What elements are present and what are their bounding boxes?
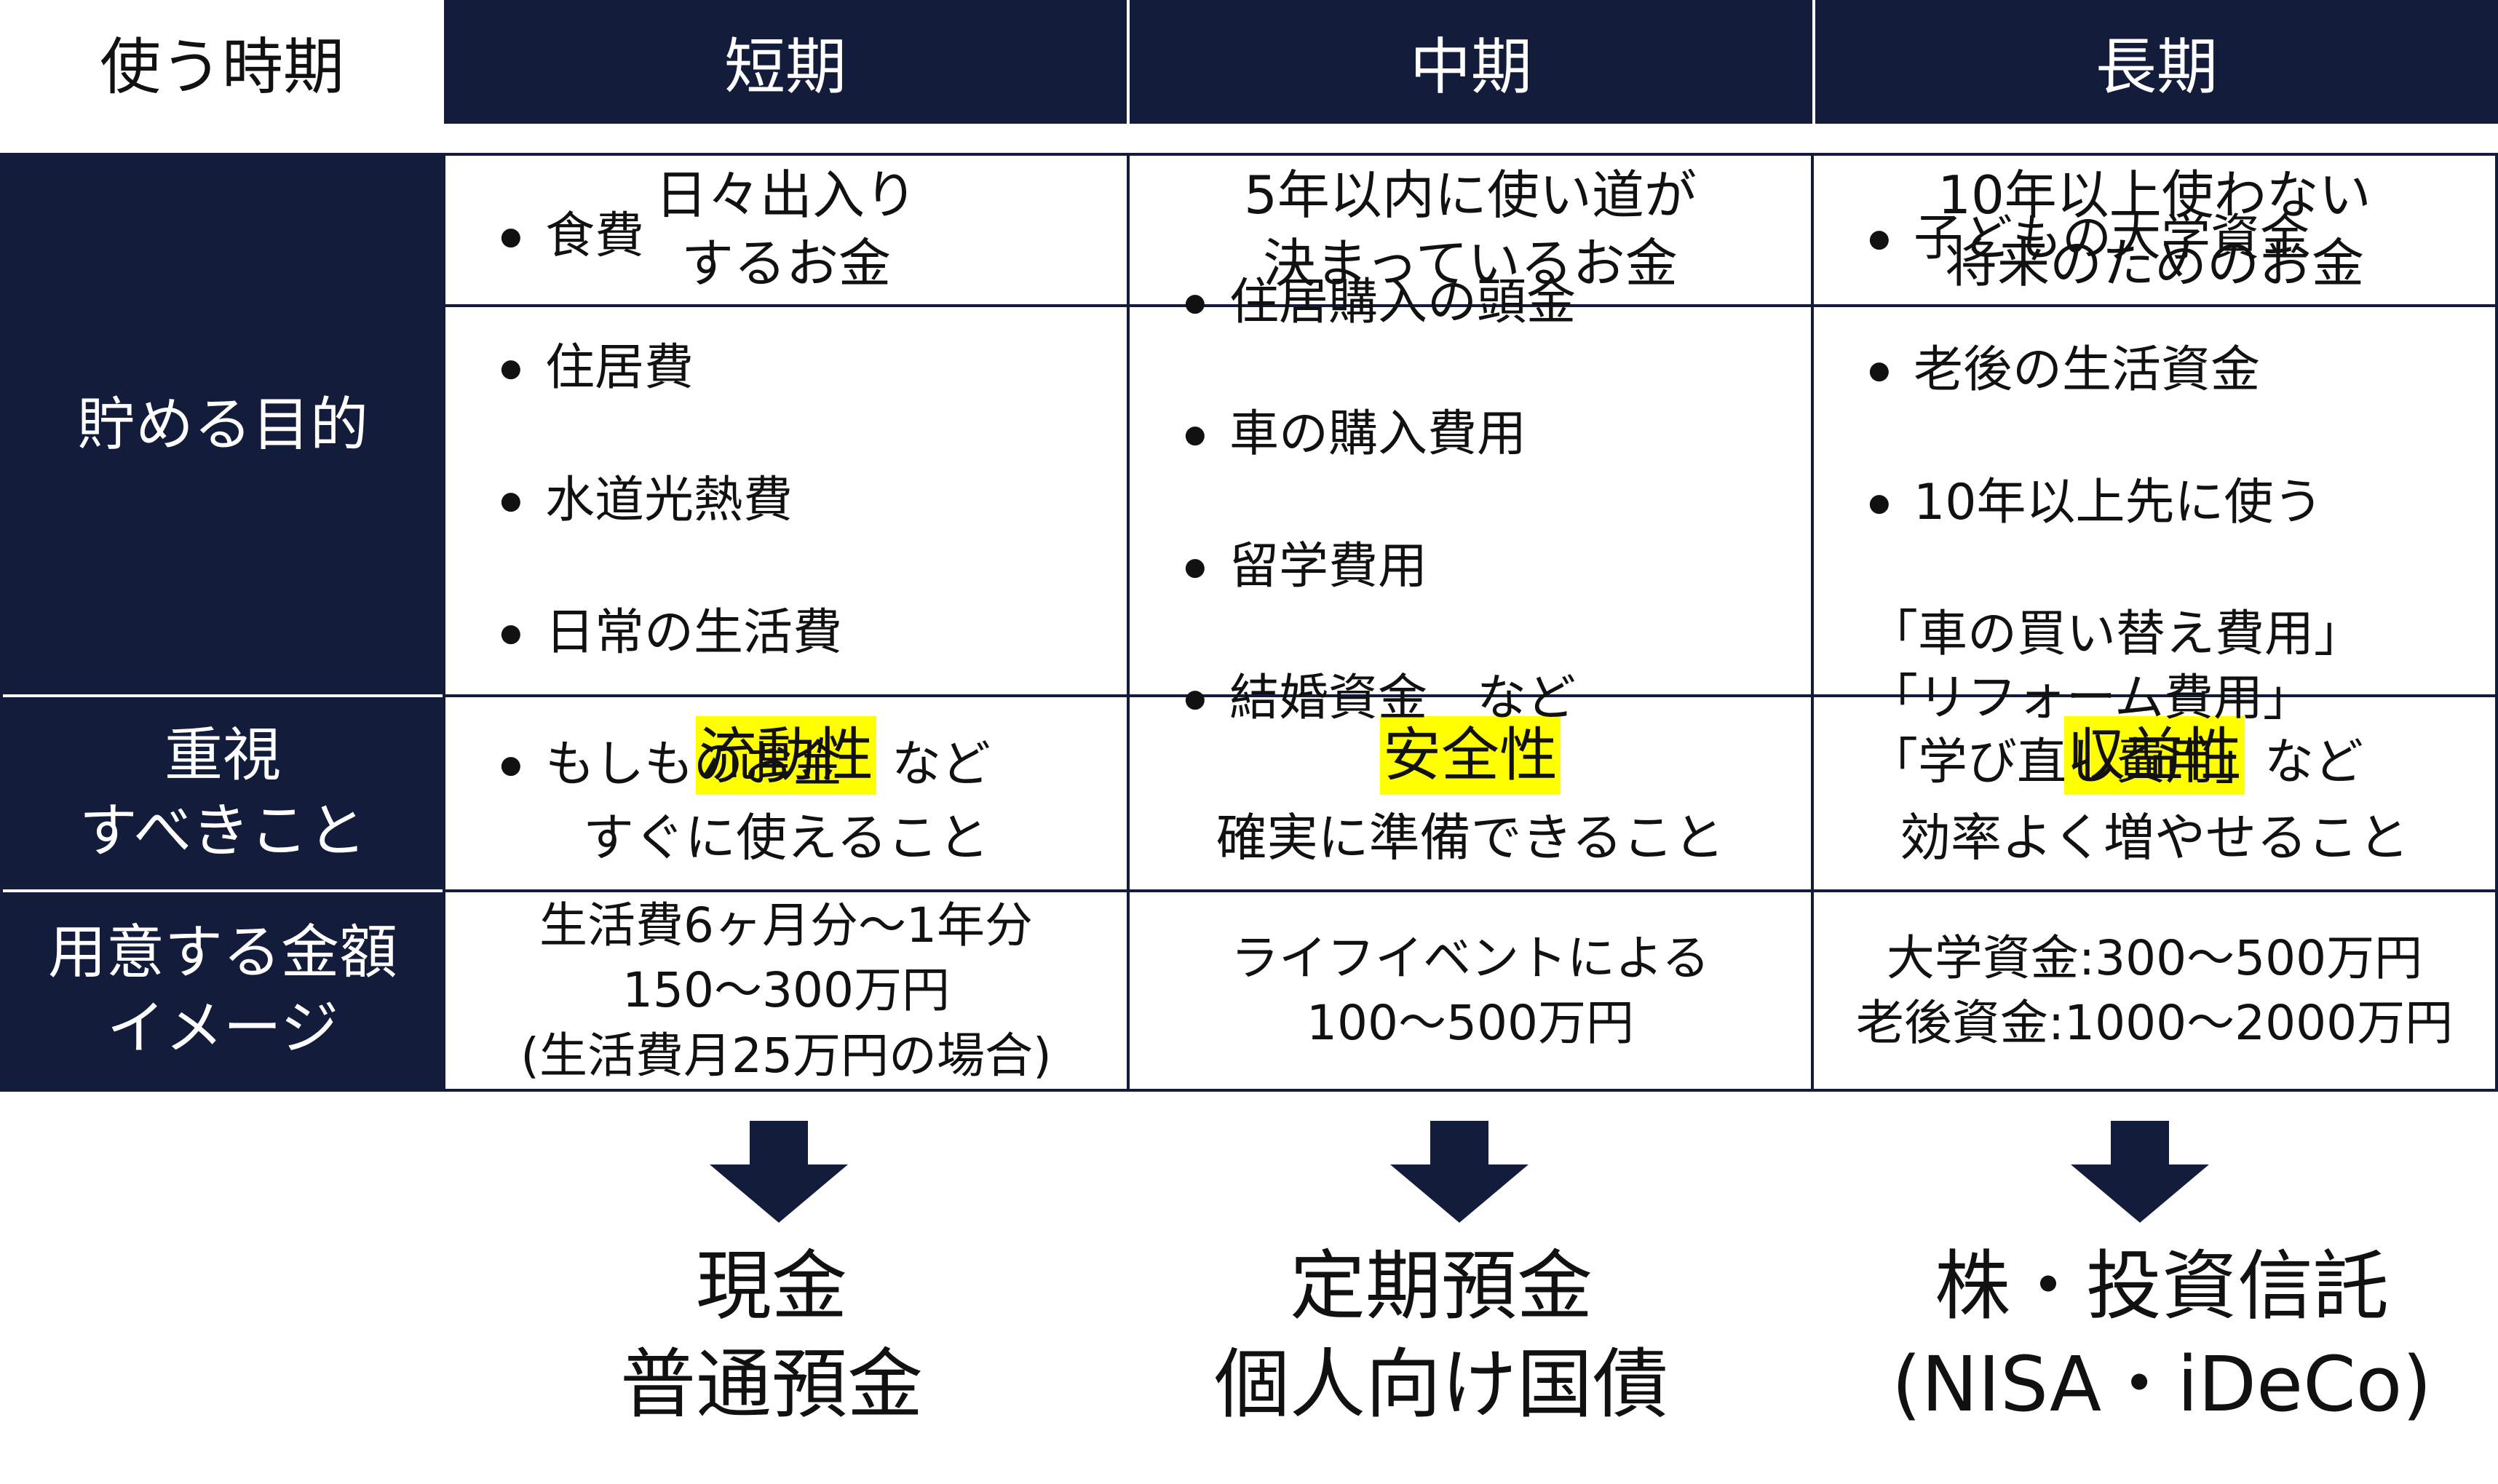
arrow-down-icon	[2071, 1121, 2209, 1223]
list-item: もしものお金 など	[500, 733, 991, 797]
product-short: 現金 普通預金	[619, 1242, 923, 1429]
amount-short: 生活費6ヶ月分～1年分 150～300万円 (生活費月25万円の場合)	[443, 892, 1127, 1089]
row-label-importance: 重視 すべきこと	[3, 697, 443, 892]
list-item: 水道光熱費	[500, 469, 991, 533]
row-label-amount: 用意する金額 イメージ	[3, 892, 443, 1089]
period-header-row: 短期 中期 長期	[444, 0, 2498, 124]
arrow-down-icon	[1390, 1121, 1528, 1223]
amount-long: 大学資金:300～500万円 老後資金:1000～2000万円	[1811, 892, 2495, 1089]
amount-mid: ライフイベントによる 100～500万円	[1127, 892, 1811, 1089]
list-item: 10年以上先に使う	[1868, 471, 2363, 535]
period-mid: 中期	[1127, 0, 1812, 124]
list-item: 住居購入の頭金	[1184, 271, 1576, 335]
list-item: 結婚資金 など	[1184, 667, 1576, 731]
list-item: 車の購入費用	[1184, 402, 1576, 467]
purpose-list-long: 子どもの大学資金 老後の生活資金 10年以上先に使う 「車の買い替え費用」 「リ…	[1811, 207, 2495, 791]
list-item: 老後の生活資金	[1868, 338, 2363, 402]
importance-description: 確実に準備できること	[1216, 807, 1725, 868]
arrow-down-icon	[710, 1121, 848, 1223]
savings-comparison-table: 貯める目的 日々出入り するお金 5年以内に使い道が 決まっているお金 10年以…	[0, 153, 2498, 1092]
importance-keyword: 収益性	[2064, 715, 2245, 795]
product-mid: 定期預金 個人向け国債	[1213, 1242, 1668, 1429]
period-long: 長期	[1812, 0, 2498, 124]
purpose-list-short: 食費 住居費 水道光熱費 日常の生活費 もしものお金 など	[443, 205, 1127, 797]
importance-description: 効率よく増やせること	[1900, 807, 2409, 868]
list-item: 食費	[500, 205, 991, 269]
product-long: 株・投資信託 (NISA・iDeCo)	[1892, 1242, 2432, 1429]
list-item: 住居費	[500, 336, 991, 400]
importance-description: すぐに使えること	[583, 807, 989, 868]
purpose-list-mid: 住居購入の頭金 車の購入費用 留学費用 結婚資金 など	[1127, 271, 1811, 731]
period-short: 短期	[723, 31, 846, 103]
list-item: 子どもの大学資金	[1868, 207, 2363, 271]
row-label-purpose: 貯める目的	[3, 156, 443, 697]
list-item-continuation: 「車の買い替え費用」 「リフォーム費用」 「学び直し費用」など	[1868, 606, 2364, 792]
list-item: 留学費用	[1184, 535, 1576, 599]
list-item: 日常の生活費	[500, 601, 991, 665]
importance-long: 収益性 効率よく増やせること	[1811, 697, 2495, 892]
period-corner-label: 使う時期	[99, 31, 344, 103]
